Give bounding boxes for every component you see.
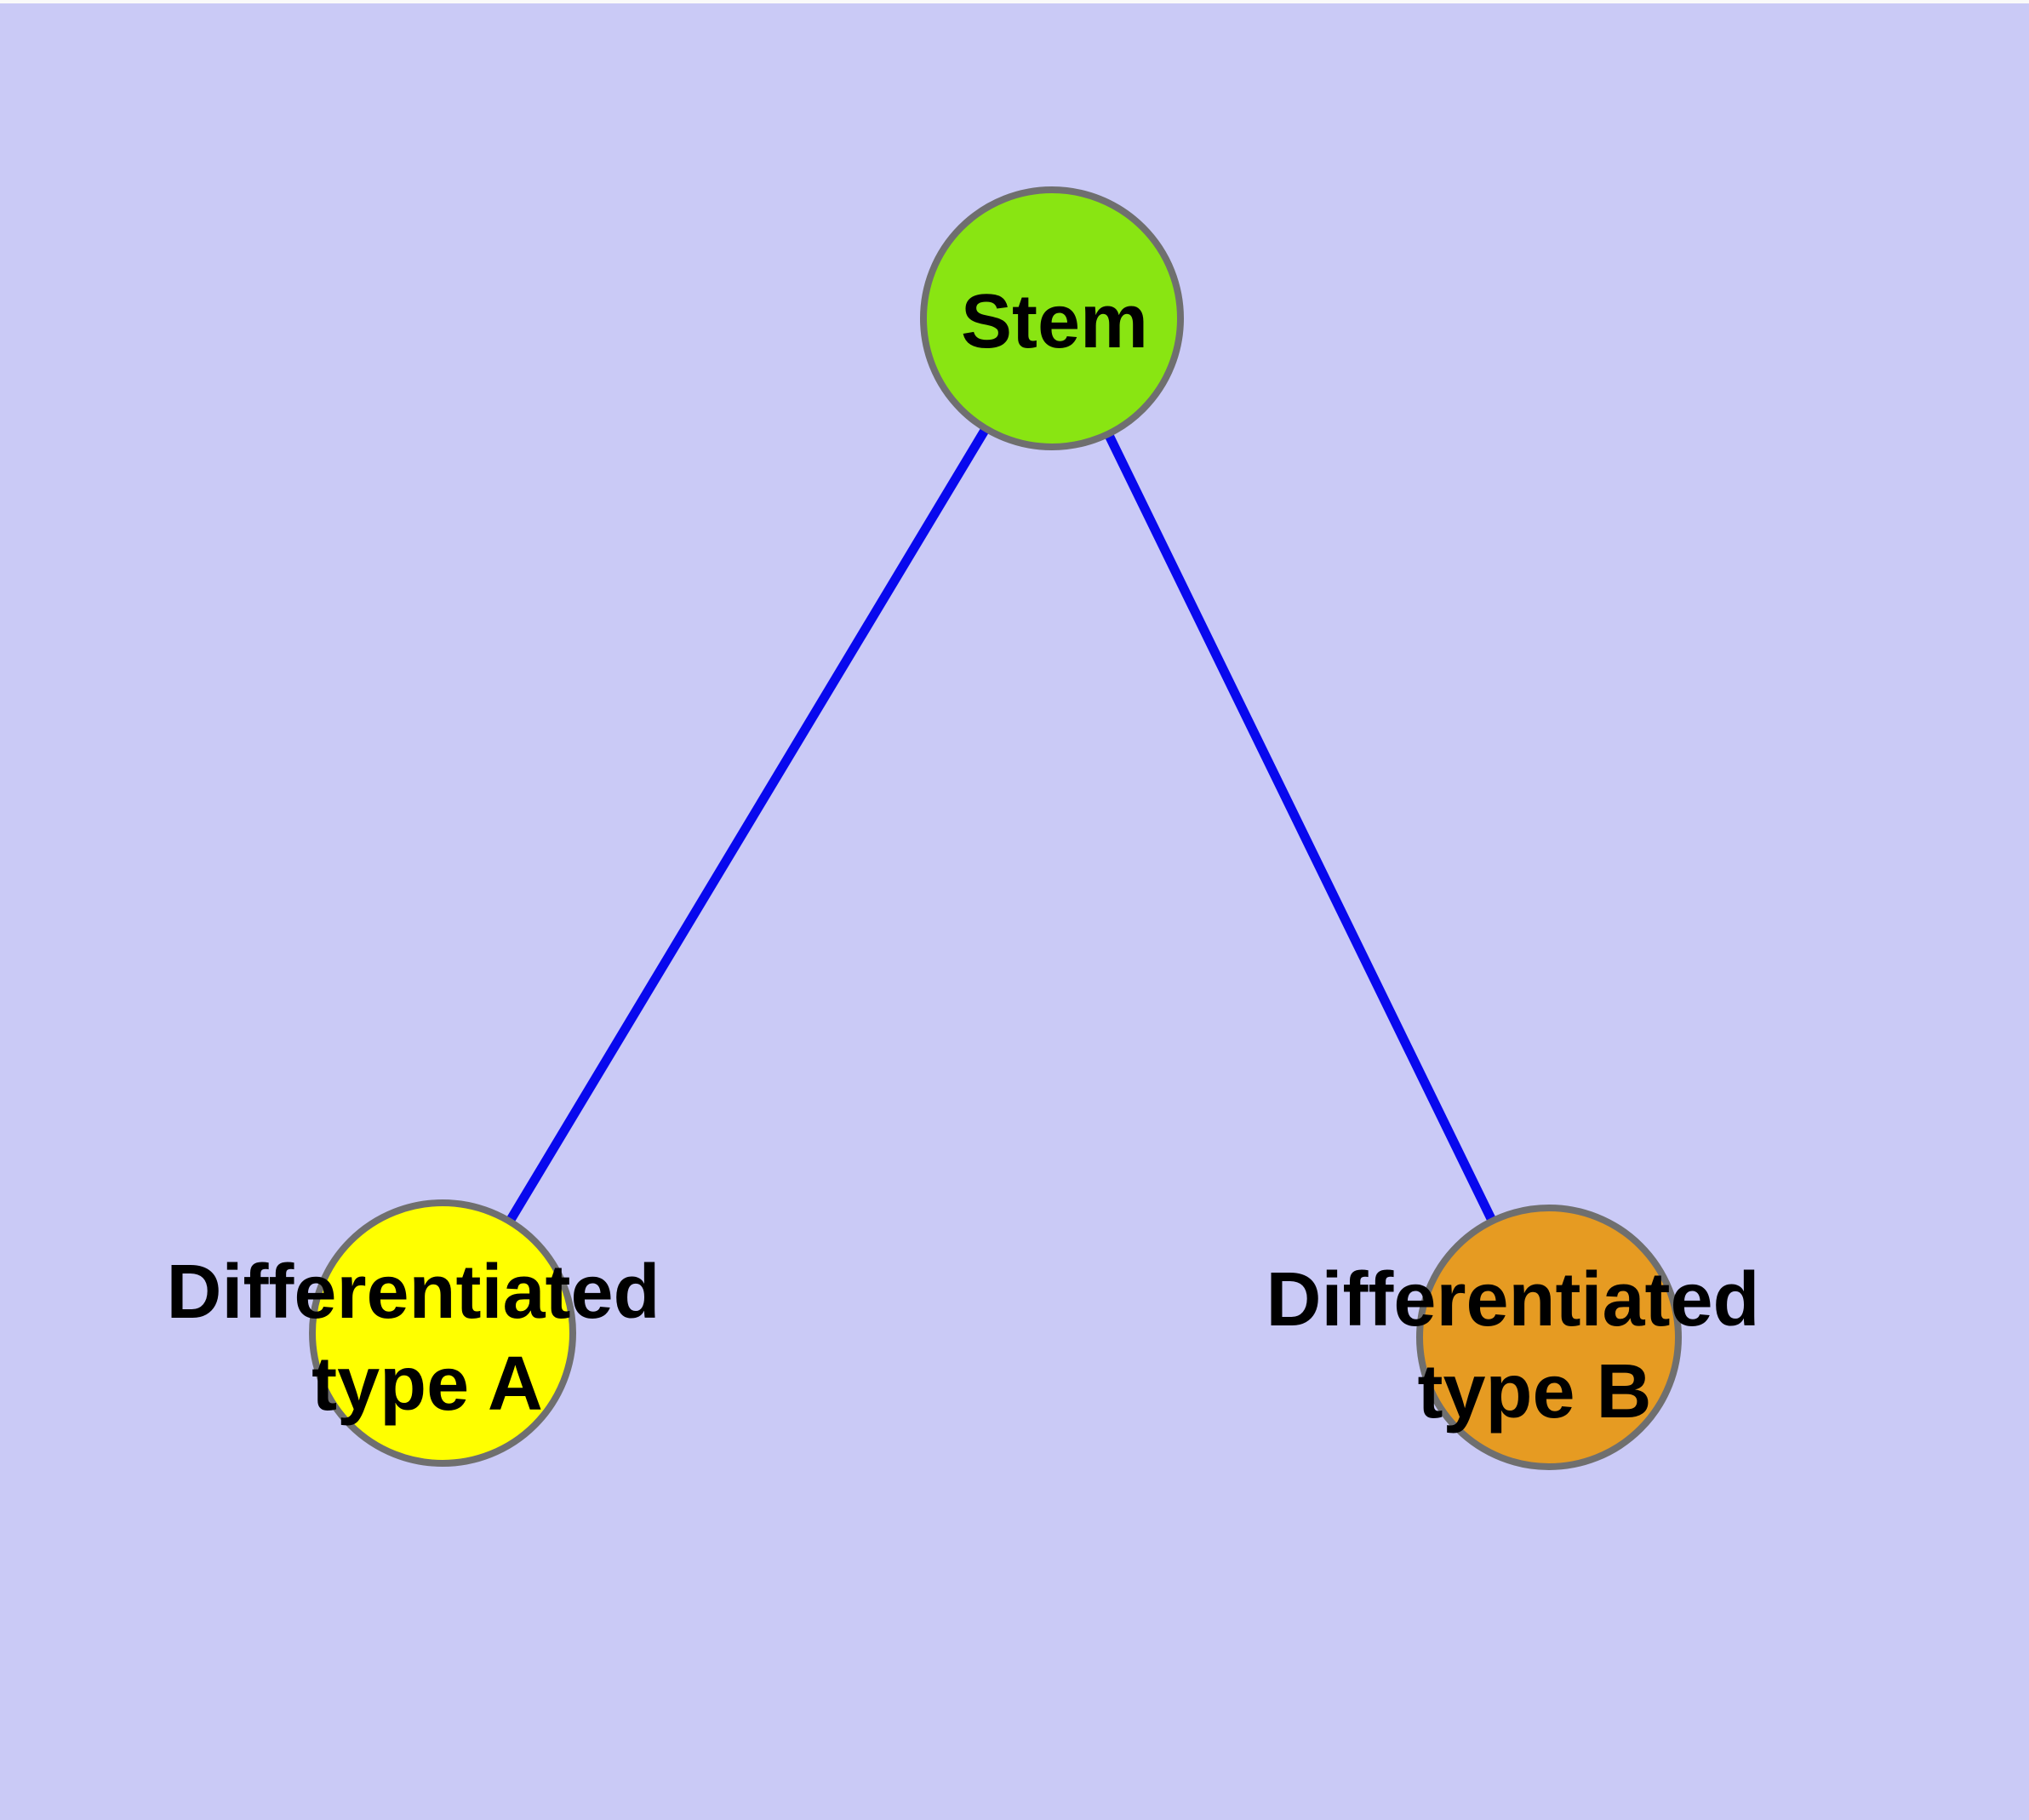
- node-differentiated-type-b[interactable]: [1416, 1205, 1682, 1470]
- edge-stem-to-type-a[interactable]: [438, 316, 1056, 1336]
- node-differentiated-type-a[interactable]: [309, 1199, 576, 1467]
- node-stem[interactable]: [920, 186, 1184, 450]
- edge-stem-to-type-b[interactable]: [1048, 316, 1553, 1340]
- top-edge-strip: [0, 0, 2029, 3]
